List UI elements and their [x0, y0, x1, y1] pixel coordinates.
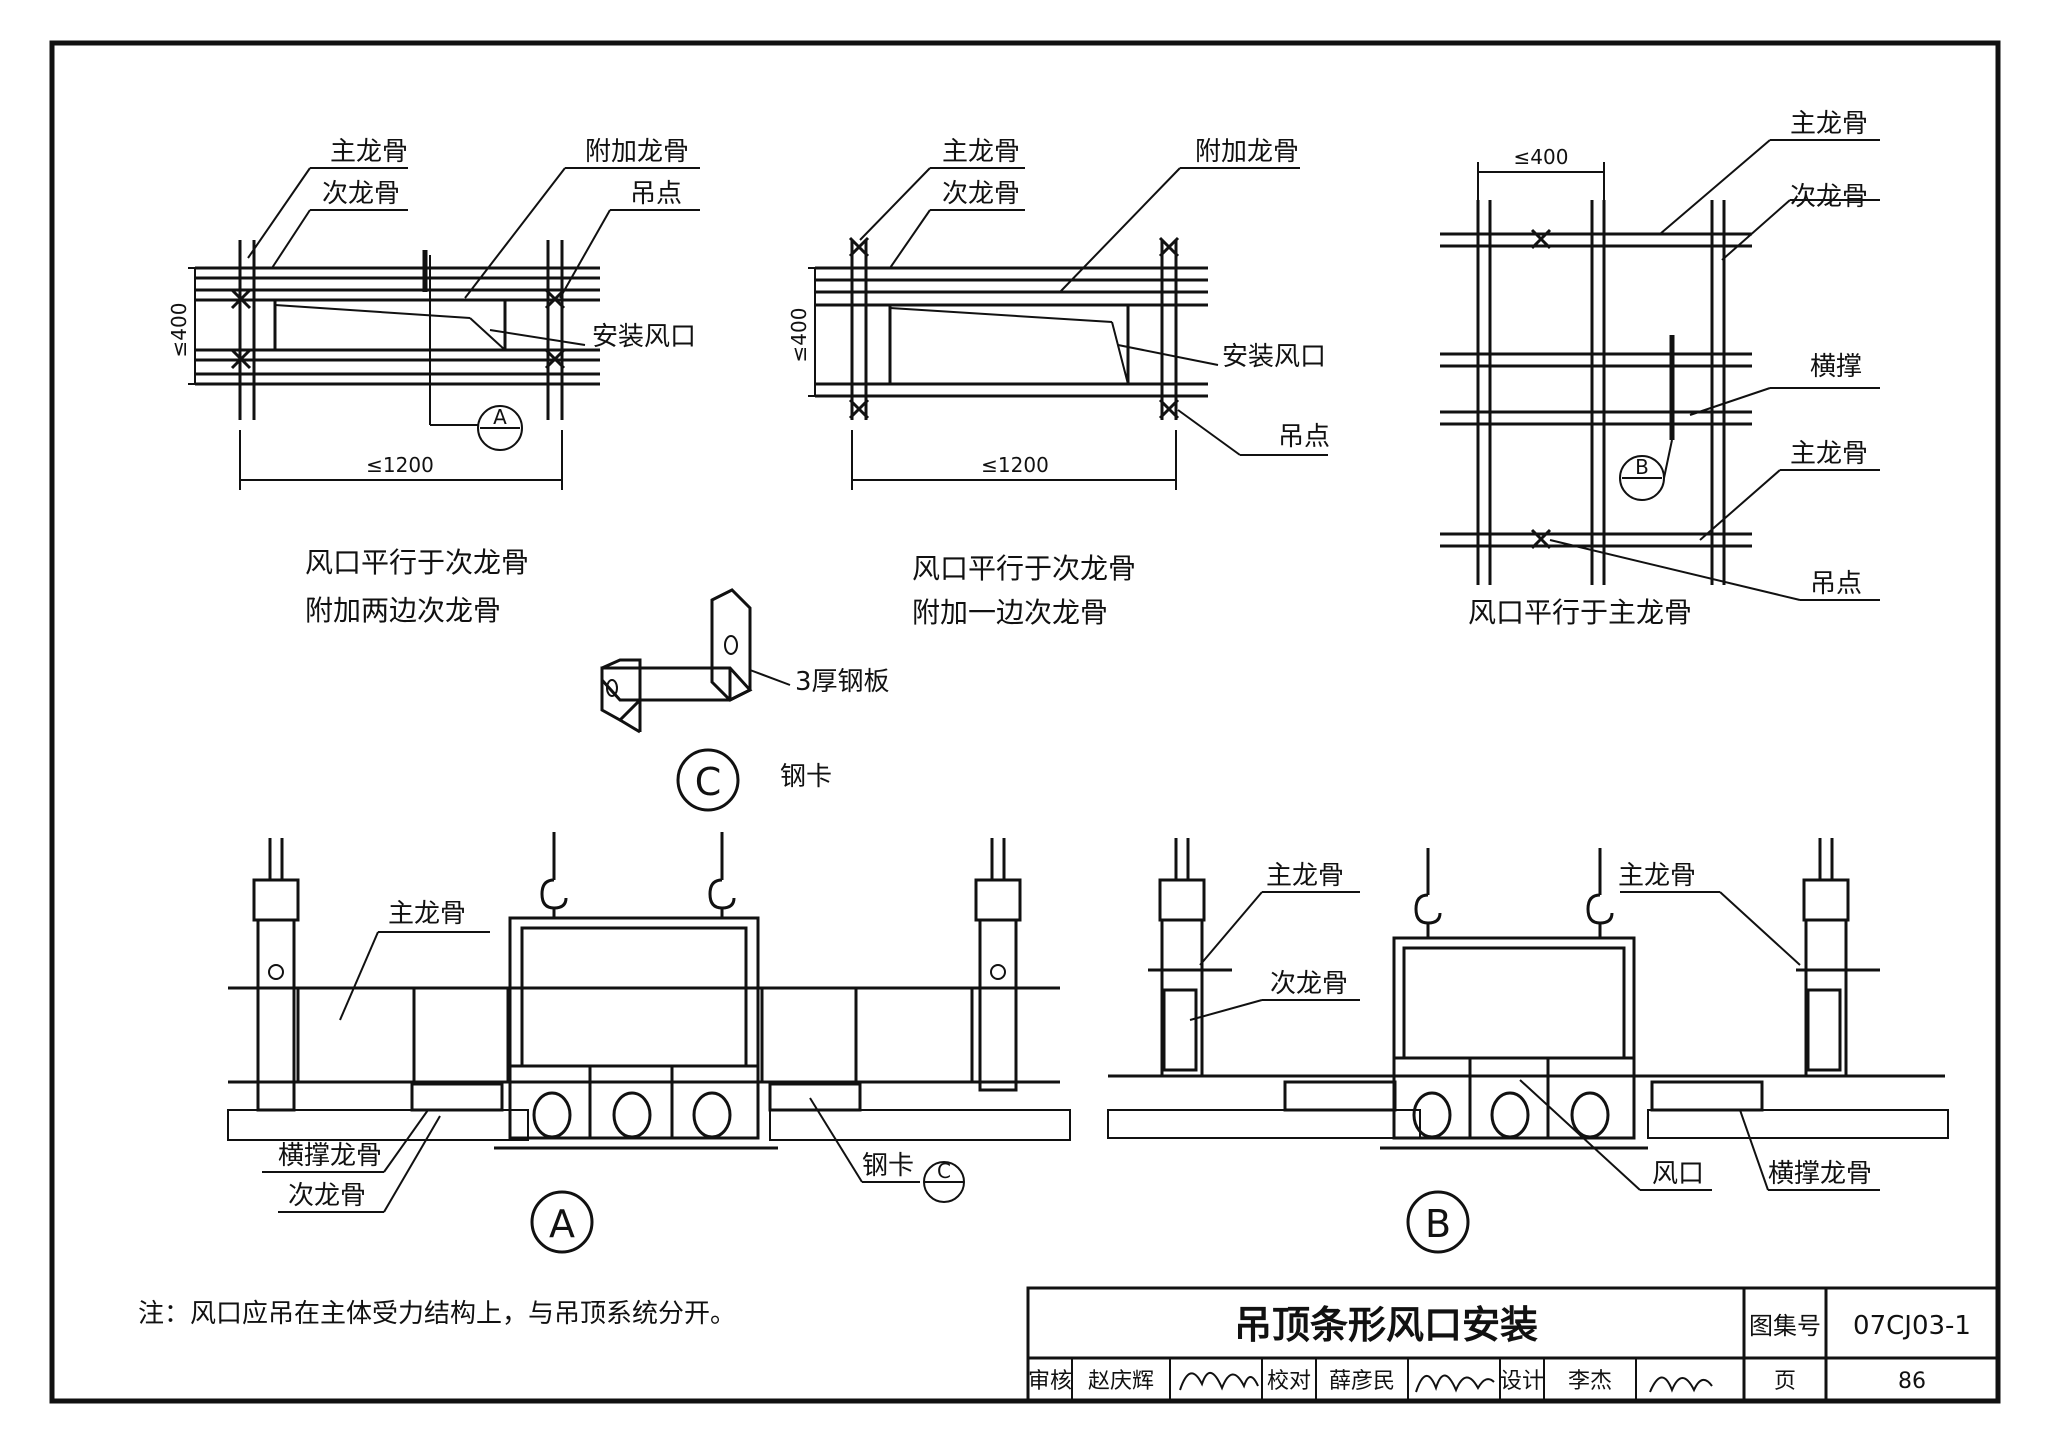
section-a: 主龙骨 横撑龙骨 次龙骨 钢卡 C A	[227, 832, 1071, 1254]
hanging-point-x-icon	[1158, 398, 1180, 420]
label-secondary-keel: 次龙骨	[942, 179, 1020, 209]
hanging-point-x-icon	[848, 236, 870, 258]
label-steel-clip: 钢卡	[780, 762, 832, 792]
label-main-keel: 主龙骨	[330, 137, 408, 167]
label-secondary-keel: 次龙骨	[1790, 182, 1868, 212]
ceiling-board	[1647, 1109, 1949, 1139]
label-main-keel: 主龙骨	[942, 137, 1020, 167]
hanging-point-x-icon	[230, 288, 252, 310]
clip-detail: 3厚钢板 C 钢卡	[600, 588, 890, 812]
hanging-point-x-icon	[848, 398, 870, 420]
ceiling-board	[1107, 1109, 1421, 1139]
page-label: 页	[1774, 1369, 1796, 1394]
label-secondary-keel: 次龙骨	[322, 179, 400, 209]
caption: 风口平行于主龙骨	[1468, 596, 1692, 629]
label-steel-clip: 钢卡	[862, 1151, 914, 1181]
label-main-keel: 主龙骨	[388, 899, 466, 929]
designer-signature	[1649, 1376, 1713, 1393]
dim-width: ≤1200	[981, 453, 1049, 477]
label-cross-brace: 横撑	[1810, 352, 1862, 382]
label-install-vent: 安装风口	[1222, 342, 1326, 372]
atlas-number: 07CJ03-1	[1853, 1311, 1971, 1341]
label-steel-plate: 3厚钢板	[795, 667, 890, 697]
hanging-point-x-icon	[1530, 528, 1552, 550]
label-hanging-point: 吊点	[1810, 569, 1862, 599]
reviewer-signature	[1179, 1372, 1259, 1391]
detail-ref-b: B	[1635, 455, 1649, 479]
plan-left: ≤400 ≤1200 A 主龙骨 次龙骨 附加龙骨 吊点 安装风口 风口平行于次…	[167, 137, 700, 627]
clip-ref: C	[937, 1159, 951, 1183]
atlas-label: 图集号	[1749, 1312, 1821, 1340]
section-ref-b: B	[1425, 1202, 1451, 1246]
detail-ref-c: C	[695, 760, 722, 804]
reviewer-name: 赵庆辉	[1088, 1369, 1154, 1394]
label-hanging-point: 吊点	[1278, 422, 1330, 452]
designer-name: 李杰	[1568, 1369, 1612, 1394]
label-main-keel-right: 主龙骨	[1618, 861, 1696, 891]
dim-height: ≤400	[787, 308, 811, 363]
label-additional-keel: 附加龙骨	[585, 137, 689, 167]
check-label: 校对	[1267, 1369, 1311, 1394]
drawing-title: 吊顶条形风口安装	[1234, 1303, 1538, 1347]
checker-name: 薛彦民	[1329, 1369, 1395, 1394]
label-main-keel-mid: 主龙骨	[1790, 439, 1868, 469]
hanging-point-x-icon	[230, 348, 252, 370]
hanging-point-x-icon	[1158, 236, 1180, 258]
label-hanging-point: 吊点	[630, 179, 682, 209]
ceiling-board	[227, 1109, 529, 1141]
dim-width: ≤400	[1514, 145, 1569, 169]
dim-width: ≤1200	[366, 453, 434, 477]
label-additional-keel: 附加龙骨	[1195, 137, 1299, 167]
caption-line2: 附加两边次龙骨	[305, 594, 501, 627]
caption-line1: 风口平行于次龙骨	[305, 546, 529, 579]
label-main-keel-top: 主龙骨	[1790, 109, 1868, 139]
hanging-point-x-icon	[544, 348, 566, 370]
caption-line1: 风口平行于次龙骨	[912, 552, 1136, 585]
hanging-point-x-icon	[544, 288, 566, 310]
plan-middle: ≤400 ≤1200 主龙骨 次龙骨 附加龙骨 安装风口 吊点 风口平行于次龙骨…	[787, 137, 1330, 629]
label-cross-brace-keel: 横撑龙骨	[278, 1141, 382, 1171]
dim-height: ≤400	[167, 303, 191, 358]
label-secondary-keel: 次龙骨	[1270, 969, 1348, 999]
hanging-point-x-icon	[1530, 228, 1552, 250]
page-number: 86	[1898, 1369, 1926, 1394]
label-secondary-keel: 次龙骨	[288, 1181, 366, 1211]
section-ref-a: A	[549, 1202, 575, 1246]
note: 注：风口应吊在主体受力结构上，与吊顶系统分开。	[138, 1299, 736, 1329]
detail-ref-a: A	[493, 405, 507, 429]
title-block: 吊顶条形风口安装 图集号 07CJ03-1 审核 赵庆辉 校对 薛彦民 设计 李…	[1026, 1286, 2000, 1403]
label-vent: 风口	[1652, 1159, 1704, 1189]
label-cross-brace-keel: 横撑龙骨	[1768, 1159, 1872, 1189]
review-label: 审核	[1028, 1369, 1072, 1394]
sheet-border	[49, 40, 2001, 1404]
section-b: 主龙骨 主龙骨 次龙骨 风口 横撑龙骨 B	[1107, 838, 1949, 1254]
design-label: 设计	[1500, 1369, 1544, 1394]
plan-right: ≤400 B 主龙骨 次龙骨 横撑 主龙骨 吊点 风口平行于主龙骨	[1440, 109, 1880, 629]
label-main-keel-left: 主龙骨	[1266, 861, 1344, 891]
ceiling-board	[769, 1109, 1071, 1141]
caption-line2: 附加一边次龙骨	[912, 596, 1108, 629]
label-install-vent: 安装风口	[592, 322, 696, 352]
checker-signature	[1415, 1374, 1495, 1393]
